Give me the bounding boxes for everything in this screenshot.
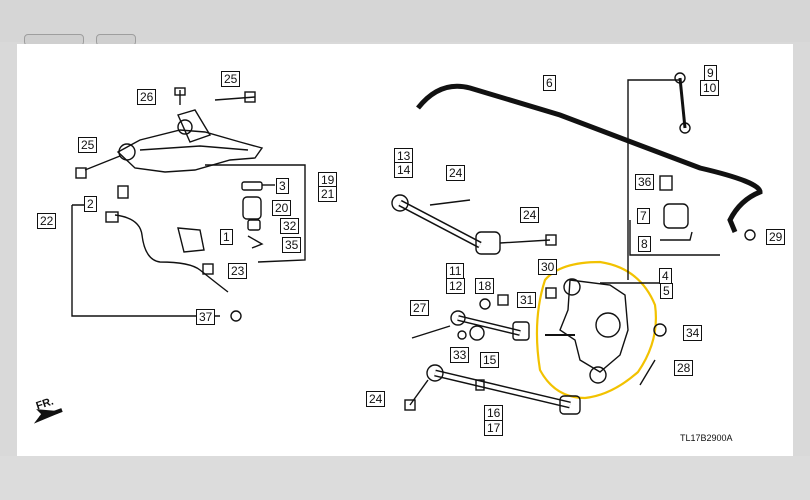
nut-18 [479,298,491,310]
callout-6[interactable]: 6 [543,75,556,91]
callout-30[interactable]: 30 [538,259,558,275]
nut-33 [457,330,467,340]
callout-31[interactable]: 31 [517,292,537,308]
callout-17[interactable]: 17 [484,420,504,436]
callout-35[interactable]: 35 [282,237,302,253]
diagram-code: TL17B2900A [680,433,733,443]
washer-34 [653,323,667,337]
sensor-2 [117,185,129,199]
stabilizer-bar [416,83,763,233]
knuckle-highlight [535,260,657,400]
leader-9-10 [627,79,680,280]
lower-arm-clip [475,379,485,391]
callout-27[interactable]: 27 [410,300,430,316]
bottom-strip [0,456,810,500]
callout-24b[interactable]: 24 [520,207,540,223]
bolt-25-top-head [244,91,256,103]
callout-2[interactable]: 2 [84,196,97,212]
upper-arm-rib [139,145,249,151]
callout-26[interactable]: 26 [137,89,157,105]
nut-29 [744,229,756,241]
nut-32 [247,219,261,231]
stabilizer-link [678,77,687,129]
callout-24a[interactable]: 24 [446,165,466,181]
knuckle-upper-bushing [563,278,581,296]
link-ball-top [674,72,686,84]
knuckle [559,279,629,373]
bolt-27 [411,325,451,339]
washer-15 [469,325,485,341]
toe-arm-bushing [512,321,530,341]
callout-15[interactable]: 15 [480,352,500,368]
bracket-line-3 [205,164,306,263]
bolt-25-left-head [75,167,87,179]
callout-33[interactable]: 33 [450,347,470,363]
nut-31 [497,294,509,306]
callout-25a[interactable]: 25 [221,71,241,87]
callout-22[interactable]: 22 [37,213,57,229]
bolt-24-upper [429,199,471,206]
bolt-24-mid [499,239,551,244]
toe-arm-end [450,310,466,326]
callout-21[interactable]: 21 [318,186,338,202]
grommet-23 [202,263,214,275]
knuckle-lower-bushing [589,366,607,384]
callout-16[interactable]: 16 [484,405,504,421]
callout-25b[interactable]: 25 [78,137,98,153]
leader-7-8 [629,220,720,256]
callout-29[interactable]: 29 [766,229,786,245]
clip-35 [247,235,264,249]
bolt-24-lower-head [404,399,416,411]
callout-18[interactable]: 18 [475,278,495,294]
lower-arm-end-front [426,364,444,382]
callout-28[interactable]: 28 [674,360,694,376]
bolt-25-top [214,96,256,101]
callout-32[interactable]: 32 [280,218,300,234]
bushing-20 [242,196,262,220]
lower-arm-end-rear [559,395,581,415]
bolt-28 [639,359,656,386]
callout-5[interactable]: 5 [660,283,673,299]
bolt-26-head [174,87,186,96]
bushing-19 [241,181,263,191]
compensator-bushing-front [391,194,409,212]
bolt-24-mid-head [545,234,557,246]
callout-13[interactable]: 13 [394,148,414,164]
bolt-36 [659,175,673,191]
bushing-7 [663,203,689,229]
upper-arm-bracket [177,109,212,143]
sensor-22 [105,211,119,223]
callout-7[interactable]: 7 [637,208,650,224]
sensor-wire [114,214,229,293]
bracket-line [71,205,220,317]
bracket-1 [177,227,205,253]
callout-20[interactable]: 20 [272,200,292,216]
callout-9[interactable]: 9 [704,65,717,81]
bolt-25-left [84,155,121,171]
upper-arm-bushing-front [118,143,136,161]
nut-30 [545,287,557,299]
bolt-24-lower [409,379,429,406]
callout-4[interactable]: 4 [659,268,672,284]
callout-8[interactable]: 8 [638,236,651,252]
callout-12[interactable]: 12 [446,278,466,294]
upper-arm-bushing-rear [177,119,193,135]
callout-34[interactable]: 34 [683,325,703,341]
grommet-37 [230,310,242,322]
knuckle-hub [595,312,621,338]
upper-arm [116,129,264,173]
link-ball-bottom [679,122,691,134]
callout-36[interactable]: 36 [635,174,655,190]
bracket-8 [660,231,693,241]
callout-10[interactable]: 10 [700,80,720,96]
callout-37[interactable]: 37 [196,309,216,325]
callout-14[interactable]: 14 [394,162,414,178]
callout-11[interactable]: 11 [446,263,465,279]
callout-23[interactable]: 23 [228,263,248,279]
callout-3[interactable]: 3 [276,178,289,194]
callout-1[interactable]: 1 [220,229,233,245]
callout-24c[interactable]: 24 [366,391,386,407]
